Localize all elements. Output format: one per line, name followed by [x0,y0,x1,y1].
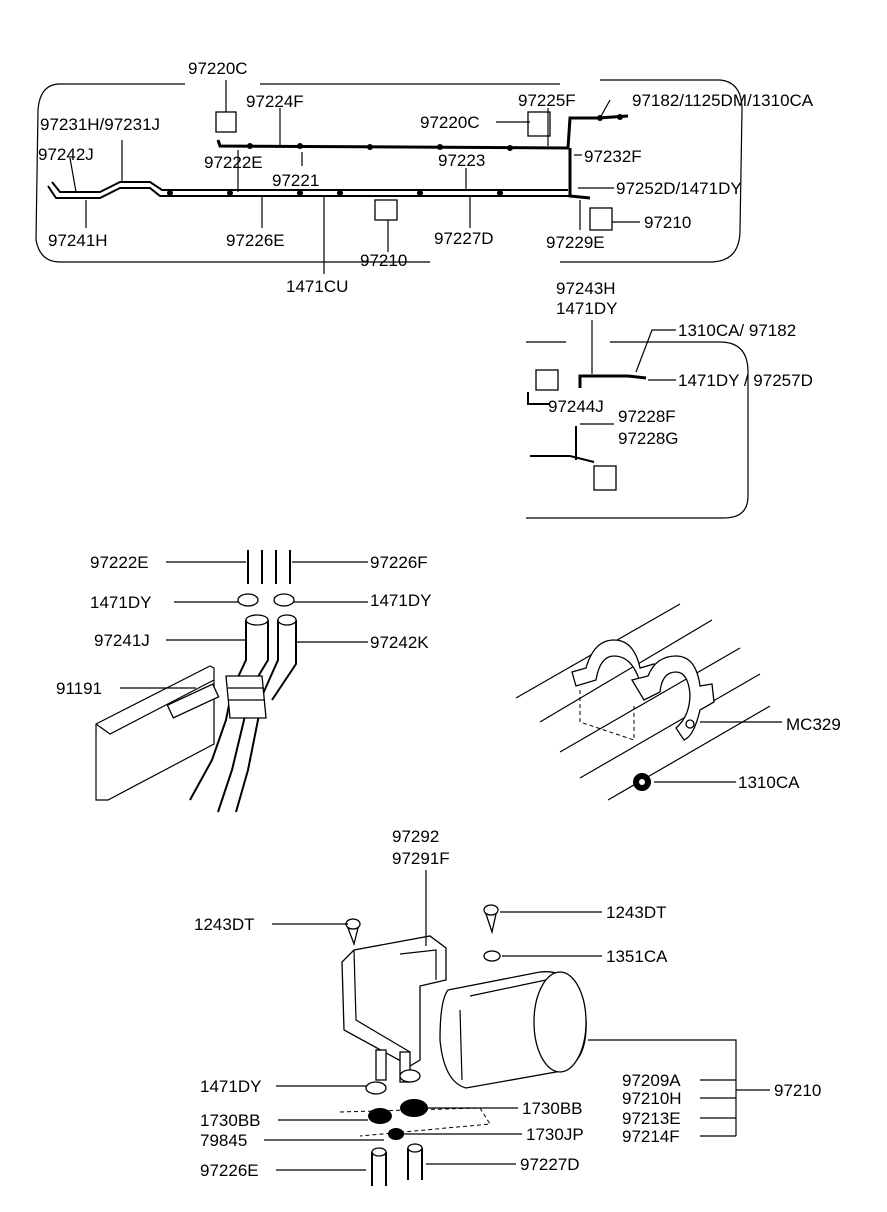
label-97231h-97231j: 97231H/97231J [40,115,160,134]
washer-1351ca [483,950,501,962]
label-97213e: 97213E [622,1109,681,1128]
hose-connection-detail: 97222E 97226F 1471DY 1471DY 97241J 97242… [56,550,431,813]
canister-assembly-detail: 97292 97291F 1243DT 1243DT 1351CA 1471DY… [194,827,821,1186]
pin-91191 [166,683,220,719]
label-1310ca: 1310CA [738,773,800,792]
label-97291f: 97291F [392,849,450,868]
label-97210h: 97210H [622,1089,682,1108]
fitting-right [399,1051,411,1083]
clamp-1471dy [365,1081,387,1095]
label-97241h: 97241H [48,231,108,250]
canister-right [589,207,613,231]
hose-clamp-right [273,593,295,607]
label-1730bb-b: 1730BB [522,1099,583,1118]
label-1351ca: 1351CA [606,947,668,966]
grommet [225,675,267,719]
label-97220c-b: 97220C [420,113,480,132]
fuel-line-overview: 97220C 97224F 97225F 97182/1125DM/1310CA… [35,59,814,296]
fitting-left [375,1049,387,1081]
label-1471dy-d: 1471DY [200,1077,261,1096]
vent-valve-right [527,111,551,137]
label-1243dt-a: 1243DT [194,915,254,934]
label-91191: 91191 [56,679,102,698]
label-97225f: 97225F [518,91,576,110]
inset-canister [593,465,617,491]
label-97228g: 97228G [618,429,679,448]
label-97210: 97210 [644,213,691,232]
label-97228f: 97228F [618,407,676,426]
label-97209a: 97209A [622,1071,681,1090]
label-97210-c: 97210 [774,1081,821,1100]
label-97221: 97221 [272,171,319,190]
label-97222e: 97222E [204,153,263,172]
label-97182-1125dm-1310ca: 97182/1125DM/1310CA [632,91,814,110]
label-97241j: 97241J [94,631,150,650]
label-97223: 97223 [438,151,485,170]
label-97227d-b: 97227D [520,1155,580,1174]
label-79845: 79845 [200,1131,247,1150]
grommet-1730jp [388,1128,404,1140]
label-97242j: 97242J [38,145,94,164]
label-97244j: 97244J [548,397,604,416]
canister-end [533,971,587,1073]
label-97226e: 97226E [226,231,285,250]
label-97292: 97292 [392,827,439,846]
screw-left [347,927,359,947]
inset-valve [535,369,559,391]
label-1471dy-c: 1471DY [370,591,431,610]
label-97229e: 97229E [546,233,605,252]
label-1730jp: 1730JP [526,1125,584,1144]
label-1471dy-b: 1471DY [90,593,151,612]
label-97243h: 97243H [556,279,616,298]
label-mc329: MC329 [786,715,841,734]
pipe-clamp-detail: MC329 1310CA [515,603,841,801]
label-97222e-b: 97222E [90,553,149,572]
label-1471dy-97257d: 1471DY / 97257D [678,371,813,390]
vent-valve-left [215,111,237,133]
label-1471cu: 1471CU [286,277,348,296]
label-97214f: 97214F [622,1127,680,1146]
screw-right [485,913,497,935]
label-97232f: 97232F [584,147,642,166]
hose-end-left [245,614,269,626]
grommet-1730bb-b [400,1099,428,1117]
label-97242k: 97242K [370,633,429,652]
canister-small [374,199,398,221]
clamp-mc329 [630,655,715,741]
label-97210-b: 97210 [360,251,407,270]
label-1310ca-97182: 1310CA/ 97182 [678,321,796,340]
label-1730bb-a: 1730BB [200,1111,261,1130]
hose-end-right [277,614,297,626]
label-97220c: 97220C [188,59,248,78]
label-97224f: 97224F [246,92,304,111]
label-1471dy-a: 1471DY [556,299,617,318]
vent-detail-inset: 97243H 1471DY 1310CA/ 97182 1471DY / 972… [526,279,813,519]
grommet-1730bb-a [368,1108,392,1124]
bracket-97292 [341,935,447,1067]
label-97227d: 97227D [434,229,494,248]
hose-clamp-left [237,593,259,607]
label-97226f: 97226F [370,553,428,572]
label-97226e-b: 97226E [200,1161,259,1180]
label-97252d-1471dy: 97252D/1471DY [616,179,742,198]
label-1243dt-b: 1243DT [606,903,666,922]
